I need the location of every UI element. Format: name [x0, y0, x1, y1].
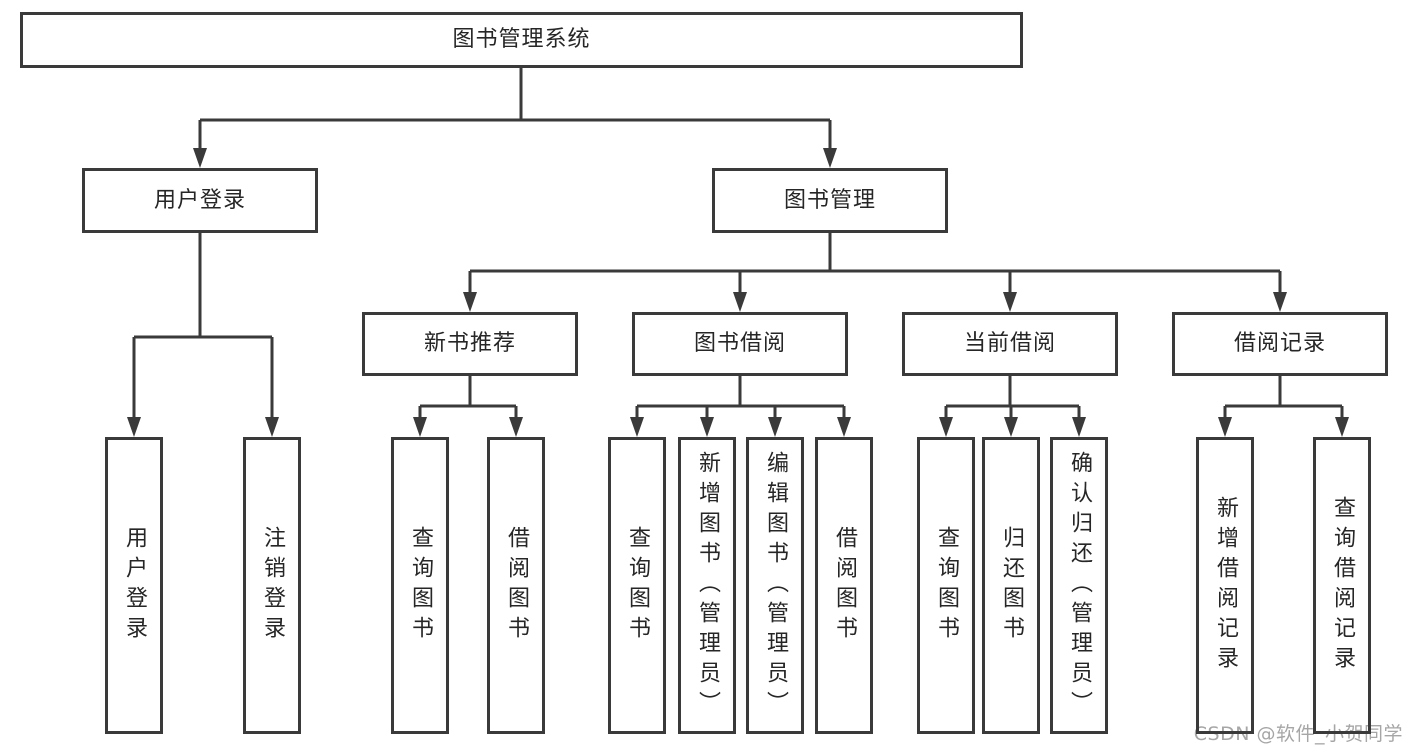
- node-book-borrow: 图书借阅: [632, 312, 848, 376]
- leaf-add-borrow-record-label: 新增借阅记录: [1213, 495, 1238, 676]
- node-borrow-records-label: 借阅记录: [1233, 331, 1326, 356]
- connector-root: [198, 68, 832, 152]
- leaf-user-login-label: 用户登录: [122, 525, 147, 646]
- leaf-logout-label: 注销登录: [260, 525, 285, 646]
- arrowhead-icon: [265, 417, 279, 437]
- leaf-logout: 注销登录: [243, 437, 301, 734]
- arrowhead-icon: [700, 417, 714, 437]
- arrowhead-icon: [413, 417, 427, 437]
- arrowhead-icon: [939, 417, 953, 437]
- leaf-add-book-admin: 新增图书（管理员）: [678, 437, 736, 734]
- leaf-user-login: 用户登录: [105, 437, 163, 734]
- connector-new-book-recommend: [418, 376, 518, 421]
- connector-current-borrow: [944, 376, 1081, 421]
- arrowhead-icon: [768, 417, 782, 437]
- arrowhead-icon: [1273, 292, 1287, 312]
- leaf-edit-book-admin-label: 编辑图书（管理员）: [763, 450, 788, 721]
- node-user-login-label: 用户登录: [153, 187, 246, 213]
- arrowhead-icon: [1003, 292, 1017, 312]
- connector-book-borrow: [635, 376, 846, 421]
- leaf-query-books-borrow-label: 查询图书: [625, 525, 650, 646]
- connector-user-login: [132, 233, 274, 421]
- node-library-system-label: 图书管理系统: [452, 27, 591, 52]
- leaf-confirm-return-admin: 确认归还（管理员）: [1050, 437, 1108, 734]
- node-current-borrow: 当前借阅: [902, 312, 1118, 376]
- leaf-query-books-borrow: 查询图书: [608, 437, 666, 734]
- leaf-borrow-books-recommend: 借阅图书: [487, 437, 545, 734]
- leaf-query-books-current-label: 查询图书: [934, 525, 959, 646]
- leaf-query-books-recommend: 查询图书: [391, 437, 449, 734]
- leaf-query-borrow-record: 查询借阅记录: [1313, 437, 1371, 734]
- leaf-borrow-books-recommend-label: 借阅图书: [504, 525, 529, 646]
- leaf-return-books-label: 归还图书: [999, 525, 1024, 646]
- arrowhead-icon: [1335, 417, 1349, 437]
- node-new-book-recommend: 新书推荐: [362, 312, 578, 376]
- arrowhead-icon: [823, 148, 837, 168]
- leaf-return-books: 归还图书: [982, 437, 1040, 734]
- csdn-watermark: CSDN @软件_小贺同学: [1193, 723, 1403, 745]
- arrowhead-icon: [1004, 417, 1018, 437]
- connector-book-management: [468, 233, 1282, 296]
- leaf-borrow-books-label: 借阅图书: [832, 525, 857, 646]
- node-library-system: 图书管理系统: [20, 12, 1023, 68]
- leaf-add-book-admin-label: 新增图书（管理员）: [695, 450, 720, 721]
- arrowhead-icon: [193, 148, 207, 168]
- leaf-query-books-recommend-label: 查询图书: [408, 525, 433, 646]
- leaf-borrow-books: 借阅图书: [815, 437, 873, 734]
- node-current-borrow-label: 当前借阅: [963, 331, 1056, 356]
- node-book-management-label: 图书管理: [783, 187, 876, 213]
- node-book-management: 图书管理: [712, 168, 948, 233]
- node-borrow-records: 借阅记录: [1172, 312, 1388, 376]
- leaf-edit-book-admin: 编辑图书（管理员）: [746, 437, 804, 734]
- arrowhead-icon: [127, 417, 141, 437]
- arrowhead-icon: [1218, 417, 1232, 437]
- arrowhead-icon: [630, 417, 644, 437]
- leaf-add-borrow-record: 新增借阅记录: [1196, 437, 1254, 734]
- arrowhead-icon: [463, 292, 477, 312]
- leaf-query-borrow-record-label: 查询借阅记录: [1330, 495, 1355, 676]
- leaf-confirm-return-admin-label: 确认归还（管理员）: [1067, 450, 1092, 721]
- node-book-borrow-label: 图书借阅: [693, 331, 786, 356]
- arrowhead-icon: [1072, 417, 1086, 437]
- arrowhead-icon: [837, 417, 851, 437]
- arrowheads: [127, 148, 1349, 437]
- node-user-login: 用户登录: [82, 168, 318, 233]
- leaf-query-books-current: 查询图书: [917, 437, 975, 734]
- connector-borrow-records: [1223, 376, 1344, 421]
- arrowhead-icon: [733, 292, 747, 312]
- arrowhead-icon: [509, 417, 523, 437]
- node-new-book-recommend-label: 新书推荐: [423, 331, 516, 356]
